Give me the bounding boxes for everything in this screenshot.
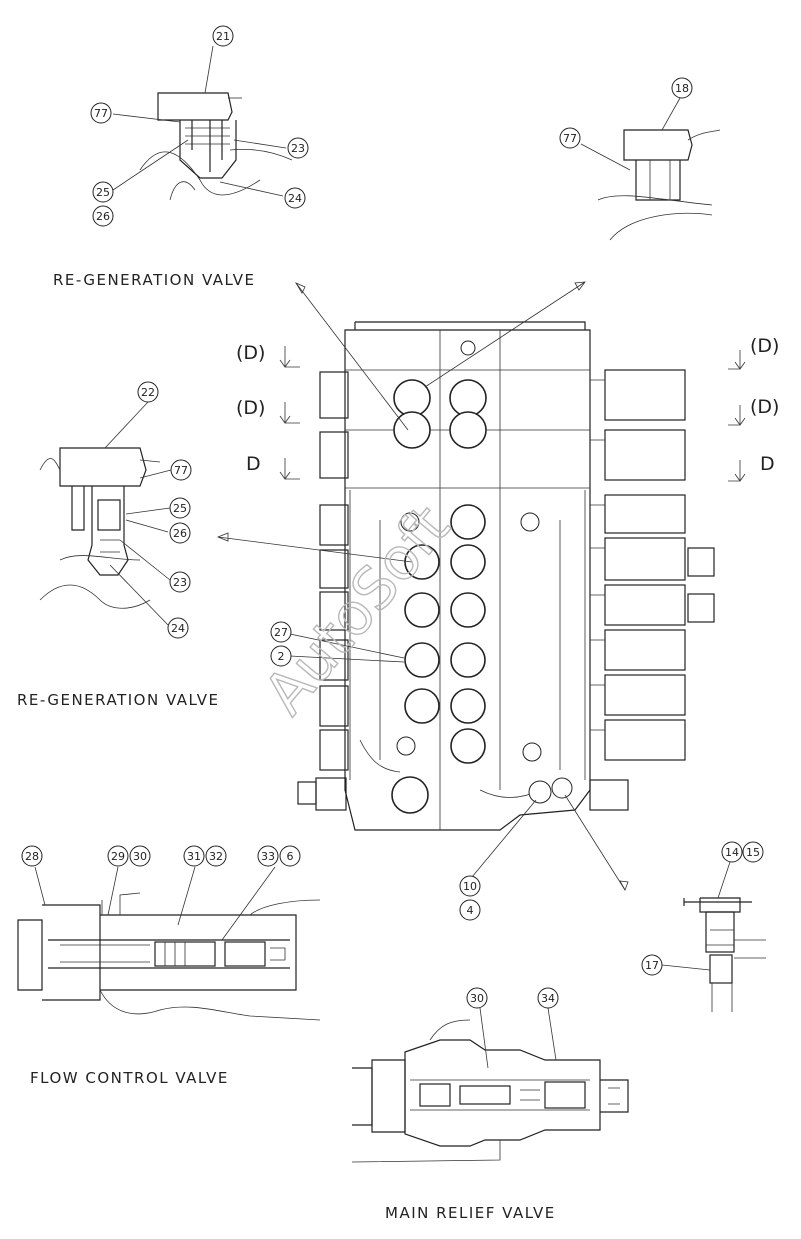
main-valve-body <box>297 321 715 831</box>
caption-main-relief: MAIN RELIEF VALVE <box>385 1204 556 1222</box>
left-spool-caps <box>297 371 349 811</box>
callout-27 <box>270 621 292 643</box>
section-mark-right-2: (D) <box>750 396 779 418</box>
callout-26-left-label: 26 <box>173 527 187 540</box>
callout-14-label: 14 <box>725 846 739 859</box>
leader-main-relief <box>564 794 626 891</box>
callout-32 <box>205 845 227 867</box>
callout-24-left-label: 24 <box>171 622 185 635</box>
callout-17-label: 17 <box>645 959 659 972</box>
callout-17 <box>641 954 663 976</box>
section-mark-left-2: (D) <box>236 397 265 419</box>
callout-2-label: 2 <box>278 650 285 663</box>
callout-6 <box>279 845 301 867</box>
callout-4-label: 4 <box>467 904 474 917</box>
callout-26-left <box>169 522 191 544</box>
flow-control-valve <box>17 892 321 1021</box>
callout-34-label: 34 <box>541 992 555 1005</box>
callout-23-left <box>169 571 191 593</box>
callout-25-top <box>92 181 114 203</box>
caption-regen-left: RE-GENERATION VALVE <box>17 691 219 709</box>
callout-18 <box>671 77 693 99</box>
callout-25-left-label: 25 <box>173 502 187 515</box>
callout-29 <box>107 845 129 867</box>
callout-25-left <box>169 497 191 519</box>
section-mark-right-3: D <box>760 453 775 475</box>
callout-6-label: 6 <box>287 850 294 863</box>
callout-29-label: 29 <box>111 850 125 863</box>
callout-27-label: 27 <box>274 626 288 639</box>
callout-24-top-label: 24 <box>288 192 302 205</box>
callout-2 <box>270 645 292 667</box>
callout-32-label: 32 <box>209 850 223 863</box>
section-marks-left: (D) (D) D <box>236 342 300 480</box>
callout-77-right-label: 77 <box>563 132 577 145</box>
top-right-detail <box>597 129 721 241</box>
callout-28 <box>21 845 43 867</box>
leader-regen-top <box>295 282 409 431</box>
leader-regen-left <box>217 536 413 563</box>
callout-30-relief-label: 30 <box>470 992 484 1005</box>
callout-31 <box>183 845 205 867</box>
right-small-detail <box>683 897 766 1012</box>
callout-15-label: 15 <box>746 846 760 859</box>
callout-31-label: 31 <box>187 850 201 863</box>
callout-30-flow <box>129 845 151 867</box>
callout-21-label: 21 <box>216 30 230 43</box>
callout-33 <box>257 845 279 867</box>
callout-77-left <box>170 459 192 481</box>
callout-10-label: 10 <box>463 880 477 893</box>
callout-23-left-label: 23 <box>173 576 187 589</box>
callout-14 <box>721 841 743 863</box>
callout-33-label: 33 <box>261 850 275 863</box>
callout-28-label: 28 <box>25 850 39 863</box>
callout-77-right <box>559 127 581 149</box>
section-mark-right-1: (D) <box>750 335 779 357</box>
callout-77-top <box>90 102 112 124</box>
callout-77-top-label: 77 <box>94 107 108 120</box>
callout-10 <box>459 875 481 897</box>
callout-24-top <box>284 187 306 209</box>
callout-25-top-label: 25 <box>96 186 110 199</box>
callout-77-left-label: 77 <box>174 464 188 477</box>
right-spool-caps <box>589 369 715 811</box>
callout-15 <box>742 841 764 863</box>
leader-part18 <box>424 281 586 388</box>
section-marks-right: (D) (D) D <box>728 335 779 482</box>
callout-34 <box>537 987 559 1009</box>
callout-23-top <box>287 137 309 159</box>
callout-21 <box>212 25 234 47</box>
callout-30-flow-label: 30 <box>133 850 147 863</box>
callout-4 <box>459 899 481 921</box>
regen-valve-detail-left <box>39 447 161 609</box>
callout-30-relief <box>466 987 488 1009</box>
callout-22 <box>137 381 159 403</box>
caption-regen-top: RE-GENERATION VALVE <box>53 271 255 289</box>
callout-22-label: 22 <box>141 386 155 399</box>
section-mark-left-1: (D) <box>236 342 265 364</box>
callout-18-label: 18 <box>675 82 689 95</box>
callout-26-top-label: 26 <box>96 210 110 223</box>
caption-flow-control: FLOW CONTROL VALVE <box>30 1069 229 1087</box>
callout-26-top <box>92 205 114 227</box>
section-mark-left-3: D <box>246 453 261 475</box>
callout-23-top-label: 23 <box>291 142 305 155</box>
valve-ports <box>391 340 573 814</box>
callout-24-left <box>167 617 189 639</box>
regen-valve-detail-top <box>139 92 293 201</box>
main-relief-valve <box>351 1019 629 1163</box>
leader-part10 <box>471 799 537 878</box>
